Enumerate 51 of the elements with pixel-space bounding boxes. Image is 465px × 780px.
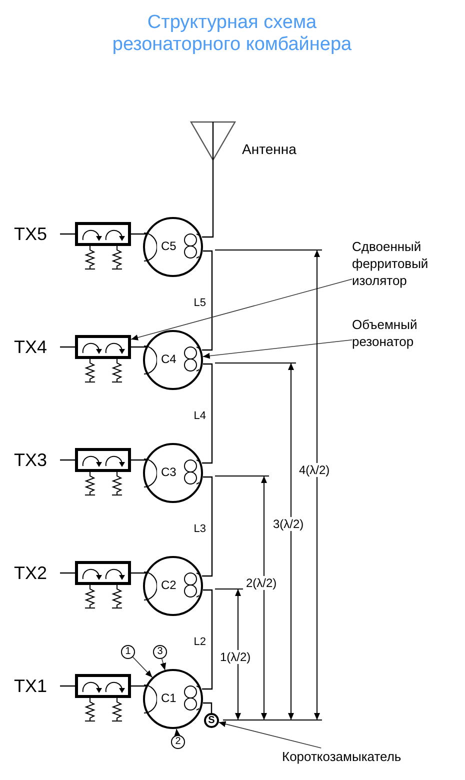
transmission-line: [202, 161, 214, 238]
antenna-label: Антенна: [242, 140, 296, 159]
isolator-box: [75, 222, 131, 246]
transmission-line: [203, 702, 212, 713]
wire: [131, 685, 146, 687]
transmitter-label: TX2: [14, 562, 60, 584]
wire: [60, 459, 75, 461]
transmitter-label: TX3: [14, 449, 60, 471]
transmission-line: [202, 589, 213, 690]
transmitter-label: TX5: [14, 223, 60, 245]
callout-text: Объемный резонатор: [352, 316, 456, 352]
leader-line: [174, 728, 180, 736]
wire: [60, 685, 75, 687]
isolator-box: [75, 674, 131, 698]
short-circuit-symbol: S: [204, 713, 219, 728]
isolator-box: [75, 335, 131, 359]
wire: [60, 233, 75, 235]
transmission-line: [202, 476, 213, 577]
dimension-label: 2(λ/2): [245, 576, 278, 590]
transmitter-label: TX4: [14, 336, 60, 358]
leader-line: [130, 278, 352, 340]
dimension-label: 4(λ/2): [298, 463, 331, 477]
diagram-title: Структурная схема резонаторного комбайнера: [112, 12, 352, 56]
leader-line: [132, 656, 153, 678]
isolator-box: [75, 448, 131, 472]
wire: [60, 346, 75, 348]
dimension-label: 1(λ/2): [219, 650, 252, 664]
wire: [131, 346, 146, 348]
leader-line: [218, 721, 322, 748]
wire: [131, 572, 146, 574]
callout-number: 1: [121, 645, 135, 659]
resonator-label: C1: [161, 690, 176, 706]
callout-number: 2: [171, 735, 185, 749]
leader-line: [160, 658, 166, 670]
transmitter-label: TX1: [14, 675, 60, 697]
resonator-label: C4: [161, 351, 176, 367]
cavity-resonator: [143, 669, 203, 729]
callout-text: Сдвоенный ферритовый изолятор: [352, 238, 456, 292]
leader-line: [202, 339, 352, 359]
dimension-label: 3(λ/2): [272, 517, 305, 531]
callout-text: Короткозамыкатель: [282, 748, 432, 766]
wire: [131, 233, 146, 235]
wire: [60, 572, 75, 574]
wire: [131, 459, 146, 461]
transmission-line: [202, 250, 213, 351]
resonator-label: C5: [161, 238, 176, 254]
transmission-line: [202, 363, 213, 464]
callout-number: 3: [153, 645, 167, 659]
isolator-box: [75, 561, 131, 585]
resonator-label: C2: [161, 577, 176, 593]
resonator-label: C3: [161, 464, 176, 480]
